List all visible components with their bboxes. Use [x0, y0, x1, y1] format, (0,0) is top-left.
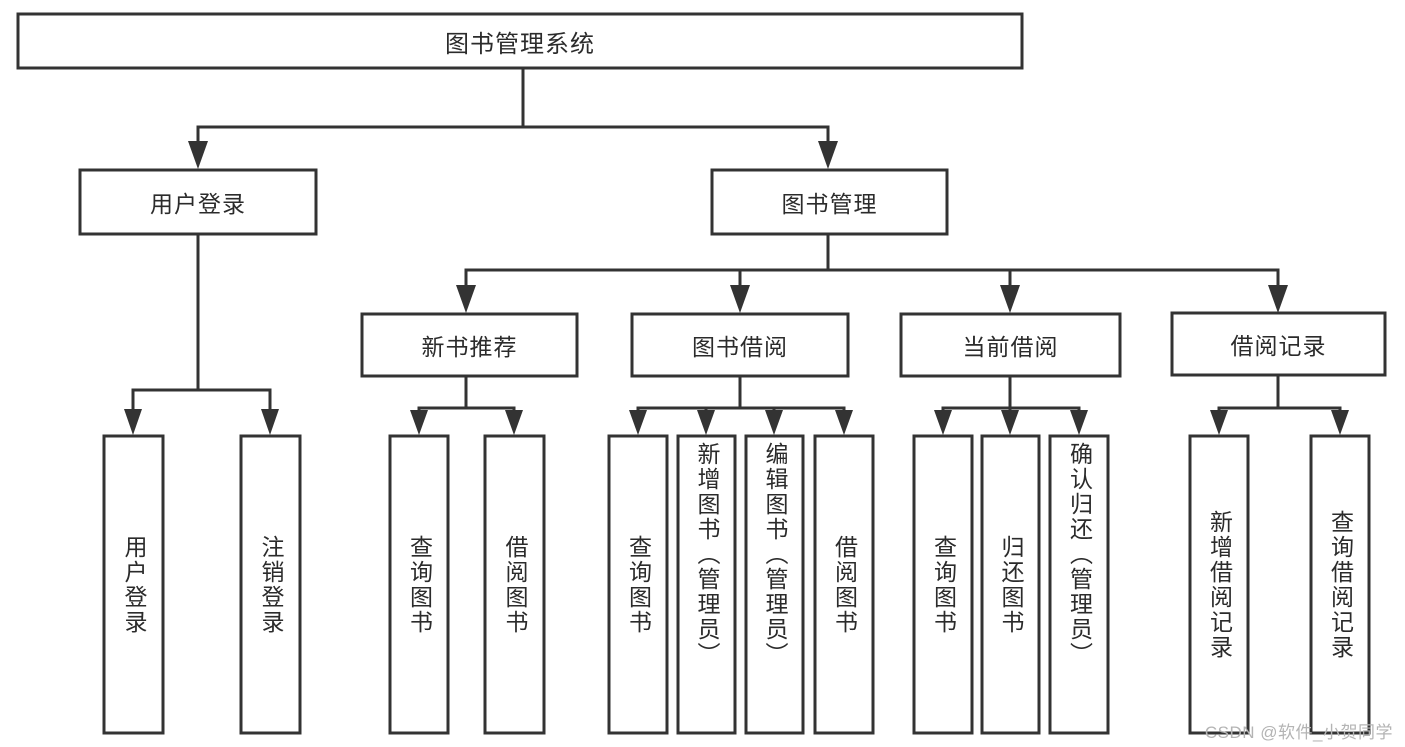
arrow-head-leaf-borrow-book-2 — [835, 410, 853, 435]
arrow-head-new-book-rec — [456, 285, 476, 313]
arrow-head-leaf-logout-login — [261, 409, 279, 435]
node-box-leaf-query-book-2[interactable] — [607, 434, 669, 735]
connector-group-book-borrow — [629, 374, 853, 435]
node-box-leaf-query-book-3[interactable] — [912, 434, 974, 735]
connector-group-user-login — [124, 232, 279, 435]
arrow-head-leaf-borrow-book-1 — [505, 410, 523, 435]
arrow-head-leaf-query-book-2 — [629, 410, 647, 435]
node-box-leaf-user-login[interactable] — [102, 434, 165, 735]
node-box-leaf-add-book[interactable] — [676, 434, 737, 735]
node-box-leaf-borrow-book-1[interactable] — [483, 434, 546, 735]
node-box-root[interactable] — [16, 12, 1024, 70]
arrow-head-book-manage — [818, 141, 838, 169]
arrow-head-leaf-add-book — [697, 410, 715, 435]
connector-group-root — [188, 66, 838, 169]
arrow-head-user-login — [188, 141, 208, 169]
node-box-leaf-edit-book[interactable] — [744, 434, 805, 735]
node-box-leaf-query-book-1[interactable] — [388, 434, 450, 735]
arrow-head-leaf-edit-book — [765, 410, 783, 435]
node-box-leaf-confirm-return[interactable] — [1048, 434, 1110, 735]
connector-group-borrow-record — [1210, 373, 1349, 435]
csdn-watermark: CSDN @软件_小贺同学 — [1204, 723, 1393, 742]
node-box-leaf-logout-login[interactable] — [239, 434, 302, 735]
arrow-head-leaf-query-record — [1331, 410, 1349, 435]
arrow-head-current-borrow — [1000, 285, 1020, 313]
connector-group-current-borrow — [934, 374, 1088, 435]
arrow-head-leaf-query-book-1 — [410, 410, 428, 435]
node-box-leaf-query-record[interactable] — [1309, 434, 1371, 735]
node-box-new-book-rec[interactable] — [360, 312, 579, 378]
node-box-leaf-return-book[interactable] — [980, 434, 1041, 735]
node-box-book-borrow[interactable] — [630, 312, 850, 378]
node-box-borrow-record[interactable] — [1170, 311, 1387, 377]
node-box-leaf-borrow-book-2[interactable] — [813, 434, 875, 735]
node-box-current-borrow[interactable] — [899, 312, 1122, 378]
arrow-head-leaf-confirm-return — [1070, 410, 1088, 435]
node-box-leaf-add-record[interactable] — [1188, 434, 1250, 735]
node-box-user-login[interactable] — [78, 168, 318, 236]
node-box-book-manage[interactable] — [710, 168, 949, 236]
connector-group-new-book-rec — [410, 374, 523, 435]
arrow-head-leaf-add-record — [1210, 410, 1228, 435]
arrow-head-leaf-return-book — [1001, 410, 1019, 435]
arrow-head-borrow-record — [1268, 285, 1288, 313]
arrow-head-leaf-user-login — [124, 409, 142, 435]
arrow-head-book-borrow — [730, 285, 750, 313]
connector-group-book-manage — [456, 232, 1288, 313]
arrow-head-leaf-query-book-3 — [934, 410, 952, 435]
